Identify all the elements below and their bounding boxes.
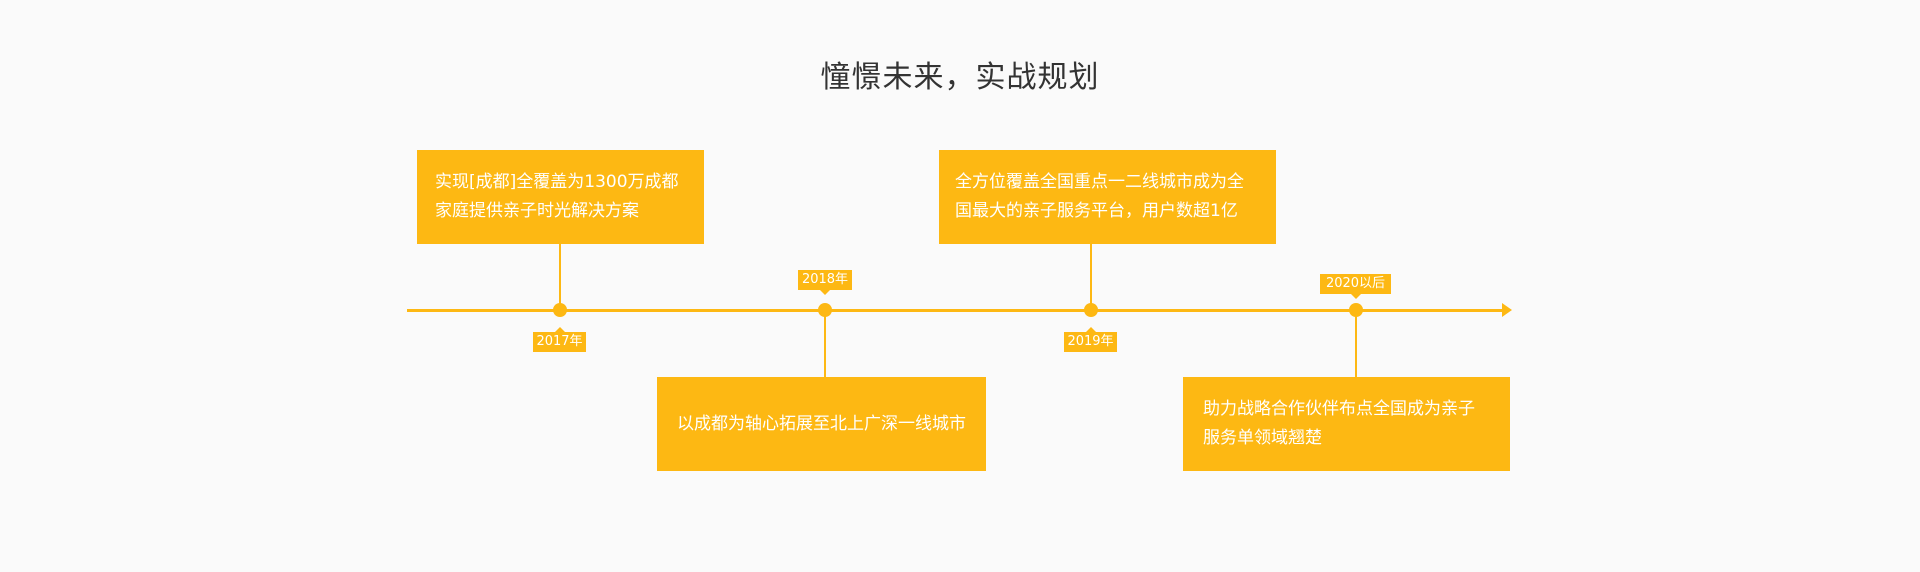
milestone-card: 以成都为轴心拓展至北上广深一线城市	[657, 377, 986, 471]
milestone-card: 助力战略合作伙伴布点全国成为亲子 服务单领域翘楚	[1183, 377, 1510, 471]
page-title: 憧憬未来，实战规划	[820, 60, 1100, 95]
connector-line	[559, 244, 561, 310]
milestone-card: 实现[成都]全覆盖为1300万成都 家庭提供亲子时光解决方案	[417, 150, 704, 244]
milestone-date-tag: 2020以后	[1320, 274, 1391, 299]
connector-line	[1355, 312, 1357, 378]
timeline-arrow-icon	[1502, 303, 1512, 317]
milestone-card: 全方位覆盖全国重点一二线城市成为全 国最大的亲子服务平台，用户数超1亿	[939, 150, 1276, 244]
milestone-dot	[1084, 303, 1098, 317]
milestone-dot	[553, 303, 567, 317]
milestone-dot	[1349, 303, 1363, 317]
milestone-description: 助力战略合作伙伴布点全国成为亲子 服务单领域翘楚	[1203, 399, 1475, 448]
connector-line	[824, 312, 826, 378]
milestone-description: 实现[成都]全覆盖为1300万成都 家庭提供亲子时光解决方案	[435, 172, 679, 221]
connector-line	[1090, 244, 1092, 310]
milestone-date-tag: 2017年	[533, 327, 586, 352]
milestone-description: 全方位覆盖全国重点一二线城市成为全 国最大的亲子服务平台，用户数超1亿	[955, 172, 1244, 221]
milestone-date-tag: 2019年	[1064, 327, 1117, 352]
milestone-date-tag: 2018年	[798, 270, 852, 295]
timeline-axis	[407, 309, 1503, 312]
milestone-description: 以成都为轴心拓展至北上广深一线城市	[677, 413, 966, 434]
milestone-dot	[818, 303, 832, 317]
